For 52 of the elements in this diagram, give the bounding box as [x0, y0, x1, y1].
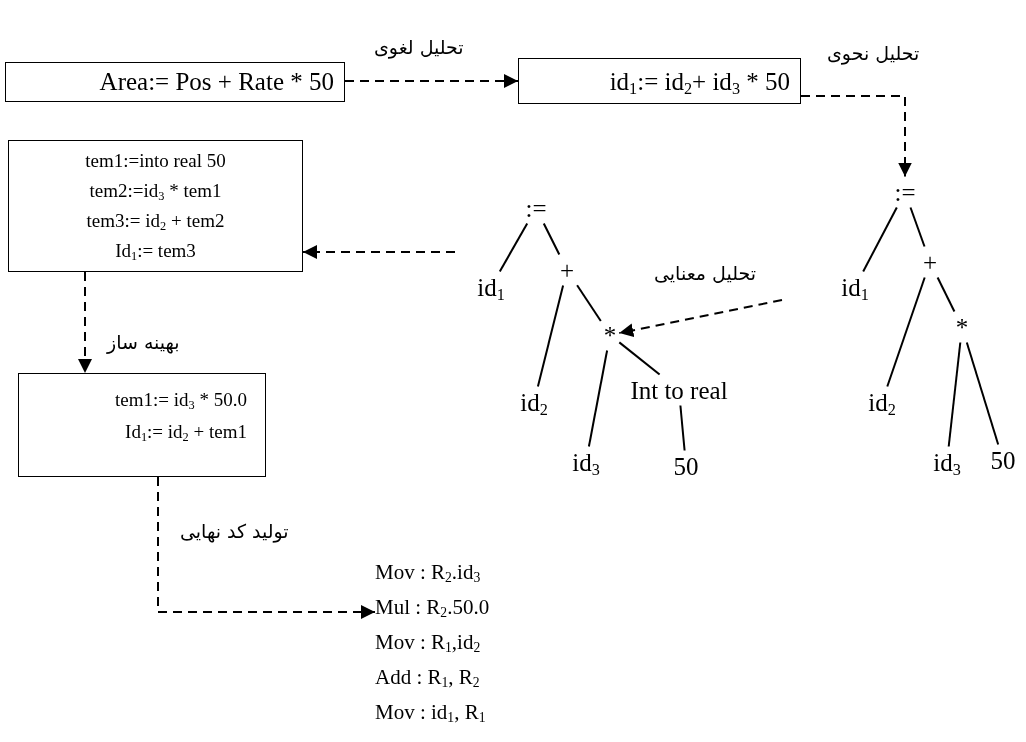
tree-branch [965, 341, 1000, 446]
edge-label: تولید کد نهایی [178, 520, 291, 543]
syntax-tree-label: * [603, 322, 617, 348]
code-line: tem1:= id$_{3}$ * 50.0 [115, 388, 247, 415]
syntax-tree-label: + [922, 249, 938, 275]
code-line: tem2:=id$_{3}$ * tem1 [89, 179, 222, 206]
tree-branch [679, 404, 686, 452]
syntax-tree-label: + [559, 257, 575, 283]
tree-branch [498, 222, 529, 273]
dashed-arrow [302, 245, 456, 259]
syntax-tree-label: id$_{1}$ [841, 274, 869, 300]
syntax-tree-label: id$_{3}$ [933, 449, 961, 475]
dashed-arrow [800, 95, 912, 178]
dashed-arrow [157, 476, 376, 619]
syntax-tree-label: 50 [673, 453, 699, 479]
assembly-line: Mov : id$_{1}$, R$_{1}$ [375, 699, 486, 728]
syntax-tree-label: := [525, 195, 547, 221]
syntax-tree-label: id$_{1}$ [477, 274, 505, 300]
code-line: Area:= Pos + Rate * 50 [99, 67, 334, 97]
syntax-tree-label: := [894, 179, 916, 205]
tree-branch [576, 284, 602, 322]
dashed-arrow [78, 271, 92, 374]
tree-branch [909, 206, 926, 248]
code-line: id$_{1}$:= id$_{2}$+ id$_{3}$ * 50 [609, 67, 790, 99]
code-box [8, 140, 303, 272]
code-box [18, 373, 266, 477]
code-line: Id$_{1}$:= tem3 [115, 239, 196, 266]
tree-branch [862, 206, 898, 273]
code-line: Id$_{1}$:= id$_{2}$ + tem1 [125, 420, 247, 447]
assembly-line: Add : R$_{1}$, R$_{2}$ [375, 664, 480, 693]
assembly-line: Mul : R$_{2}$.50.0 [375, 594, 490, 623]
syntax-tree-label: id$_{2}$ [520, 389, 548, 415]
tree-branch [587, 349, 609, 448]
dashed-arrow [344, 74, 519, 88]
assembly-line: Mov : R$_{2}$.id$_{3}$ [375, 559, 481, 588]
syntax-tree-label: 50 [990, 447, 1016, 473]
syntax-tree-label: id$_{3}$ [572, 449, 600, 475]
dashed-arrow [618, 299, 783, 338]
syntax-tree-label: * [955, 314, 969, 340]
tree-branch [536, 284, 565, 388]
syntax-tree-label: id$_{2}$ [868, 389, 896, 415]
tree-branch [618, 341, 661, 376]
code-line: tem3:= id$_{2}$ + tem2 [86, 209, 225, 236]
code-box [518, 58, 801, 104]
code-box [5, 62, 345, 102]
syntax-tree-label: Int to real [630, 377, 728, 403]
code-line: tem1:=into real 50 [85, 149, 226, 173]
tree-branch [947, 341, 962, 448]
tree-branch [936, 276, 956, 313]
tree-branch [886, 276, 926, 388]
assembly-line: Mov : R$_{1}$,id$_{2}$ [375, 629, 481, 658]
tree-branch [542, 222, 561, 256]
